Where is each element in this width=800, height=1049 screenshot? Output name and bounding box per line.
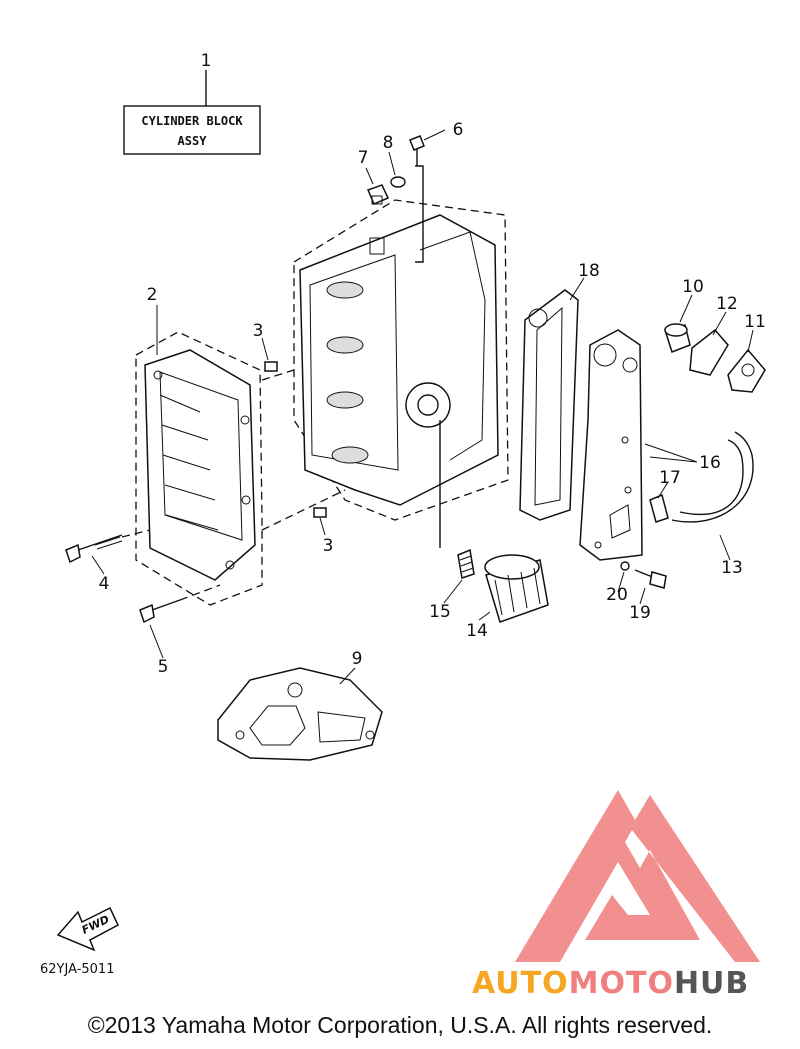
watermark-logo: [515, 790, 760, 962]
callout-7: 7: [358, 148, 369, 168]
assy-label-box: CYLINDER BLOCK ASSY: [123, 70, 261, 155]
washer-part-8: [390, 176, 406, 188]
plug-part-7: [366, 184, 390, 205]
washer-part-20: [620, 561, 630, 571]
callout-1: 1: [201, 51, 212, 71]
gasket-part-18: [519, 289, 579, 521]
gasket-part-12: [689, 328, 729, 376]
callout-5: 5: [158, 657, 169, 677]
dowel-pin-lower: [313, 507, 327, 518]
oil-filter-part-14: [484, 554, 549, 623]
callout-19: 19: [629, 603, 651, 623]
stud-part-15: [457, 548, 475, 579]
svg-text:AUTOMOTOHUB: AUTOMOTOHUB: [472, 966, 749, 1001]
callout-4: 4: [99, 574, 110, 594]
callout-numbers: 1 2 3 3 4 5 6 7 8 9 10 11 12 13 14 15 16…: [99, 51, 766, 677]
leader-bolt-4: [121, 529, 151, 538]
watermark-part-hub: HUB: [674, 966, 749, 1001]
cylinder-block-part: [299, 214, 499, 506]
callout-11: 11: [744, 312, 766, 332]
hose-part-13-inner: [679, 439, 744, 516]
callout-8: 8: [383, 133, 394, 153]
callout-3-lower: 3: [323, 536, 334, 556]
callout-9: 9: [352, 649, 363, 669]
callout-12: 12: [716, 294, 738, 314]
callout-14: 14: [466, 621, 488, 641]
bolt-part-4: [65, 534, 123, 564]
copyright-footer: ©2013 Yamaha Motor Corporation, U.S.A. A…: [88, 1012, 713, 1038]
callout-3-upper: 3: [253, 321, 264, 341]
fitting-part-17: [649, 493, 669, 523]
drawing-code: 62YJA-5011: [40, 962, 114, 977]
outline-link-lower: [261, 489, 346, 531]
watermark-part-moto: MOTO: [569, 966, 674, 1001]
callout-20: 20: [606, 585, 628, 605]
callout-16: 16: [699, 453, 721, 473]
bolt-part-19: [634, 569, 667, 589]
callout-15: 15: [429, 602, 451, 622]
assembly-outline: [135, 199, 509, 606]
callout-2: 2: [147, 285, 158, 305]
bolt-part-5: [139, 599, 181, 624]
cover-part-11: [727, 348, 766, 393]
watermark-part-auto: AUTO: [472, 966, 569, 1001]
callout-10: 10: [682, 277, 704, 297]
assy-label-line2: ASSY: [178, 134, 208, 148]
cover-part-16: [579, 329, 643, 561]
leader-bolt-5: [179, 584, 221, 601]
callout-6: 6: [453, 120, 464, 140]
fwd-arrow-icon: FWD: [56, 906, 119, 952]
watermark-text: AUTOMOTOHUB: [472, 966, 749, 1001]
crankcase-part: [144, 349, 256, 581]
dowel-pin-upper: [264, 361, 278, 372]
gasket-part-9: [217, 667, 383, 761]
hose-part-13: [671, 431, 754, 523]
callout-13: 13: [721, 558, 743, 578]
assy-label-line1: CYLINDER BLOCK: [141, 114, 243, 128]
callout-18: 18: [578, 261, 600, 281]
thermostat-part-10: [664, 323, 691, 353]
callout-leaders: [91, 129, 754, 685]
bolt-part-6: [409, 135, 425, 263]
callout-17: 17: [659, 468, 681, 488]
outline-link-upper: [261, 369, 295, 381]
